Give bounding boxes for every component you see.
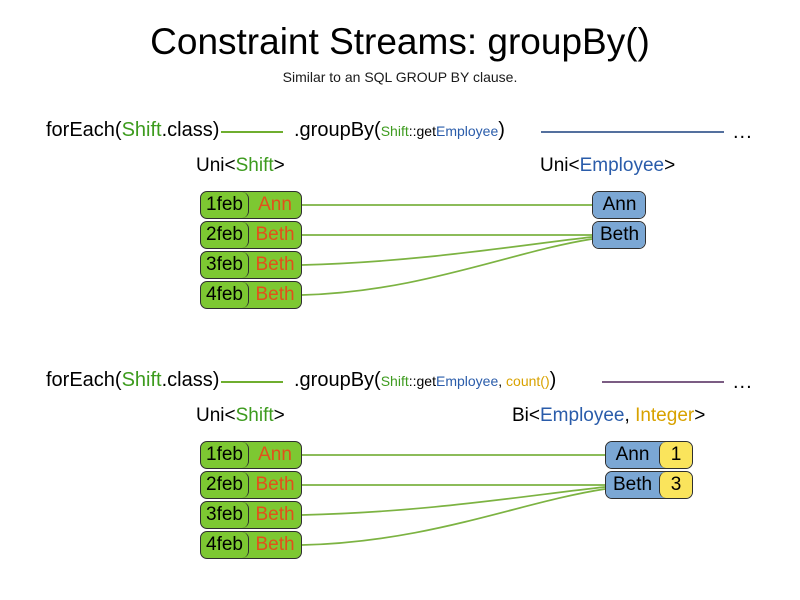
left-label-close: > — [273, 405, 285, 426]
diagram-one-ellipsis: ... — [733, 121, 753, 143]
foreach-type-shift: Shift — [121, 369, 162, 391]
foreach-prefix: forEach( — [46, 119, 122, 141]
link-shift3-to-beth — [301, 236, 593, 266]
shift-row[interactable]: 2feb Beth — [200, 221, 302, 249]
foreach-type-shift: Shift — [121, 119, 162, 141]
shift-employee: Beth — [255, 284, 295, 305]
connector-groupby-to-next-two — [602, 381, 724, 383]
employee-row[interactable]: Beth — [592, 221, 646, 249]
shift-employee: Ann — [258, 444, 292, 465]
shift-row[interactable]: 2feb Beth — [200, 471, 302, 499]
foreach-suffix: .class) — [161, 119, 220, 141]
foreach-suffix: .class) — [161, 369, 220, 391]
right-label-type-a: Employee — [540, 405, 625, 426]
groupby-suffix: ) — [549, 369, 557, 391]
link-shift3-to-beth-count — [301, 486, 606, 516]
diagram-two-ellipsis: ... — [733, 371, 753, 393]
groupby-prefix: .groupBy( — [294, 369, 381, 391]
link-shift4-to-beth-count — [301, 488, 606, 546]
diagram-one-right-type-label: Uni<Employee> — [540, 155, 675, 177]
diagram-one-left-type-label: Uni<Shift> — [196, 155, 285, 177]
shift-date: 2feb — [201, 472, 249, 498]
groupby-arg-separator: ::get — [408, 373, 436, 389]
right-label-close: > — [694, 405, 706, 426]
shift-row[interactable]: 1feb Ann — [200, 441, 302, 469]
diagram-two-right-type-label: Bi<Employee, Integer> — [512, 405, 705, 427]
shift-employee: Beth — [255, 504, 295, 525]
groupby-arg-comma: , — [498, 373, 507, 389]
connector-foreach-to-groupby-two — [221, 381, 283, 383]
right-label-type: Employee — [579, 155, 665, 176]
foreach-prefix: forEach( — [46, 369, 122, 391]
right-label-type-b: Integer — [635, 405, 695, 426]
diagram-one-foreach-code: forEach(Shift.class) — [46, 118, 219, 142]
employee-row[interactable]: Ann — [592, 191, 646, 219]
diagram-two-foreach-code: forEach(Shift.class) — [46, 368, 219, 392]
left-label-open: Uni< — [196, 405, 236, 426]
right-label-close: > — [664, 155, 676, 176]
employee-shift-count: 1 — [659, 442, 692, 468]
right-label-separator: , — [624, 405, 636, 426]
left-label-open: Uni< — [196, 155, 236, 176]
shift-date: 3feb — [201, 252, 249, 278]
link-shift4-to-beth — [301, 238, 593, 296]
employee-name: Ann — [593, 192, 645, 218]
shift-date: 4feb — [201, 532, 249, 558]
shift-date: 3feb — [201, 502, 249, 528]
shift-row[interactable]: 3feb Beth — [200, 251, 302, 279]
employee-name: Ann — [606, 442, 659, 468]
employee-shift-count: 3 — [659, 472, 692, 498]
shift-employee: Beth — [255, 224, 295, 245]
groupby-arg-collector: count() — [506, 373, 550, 389]
shift-date: 2feb — [201, 222, 249, 248]
diagram-two-left-type-label: Uni<Shift> — [196, 405, 285, 427]
employee-name: Beth — [606, 472, 659, 498]
shift-row[interactable]: 1feb Ann — [200, 191, 302, 219]
groupby-arg-separator: ::get — [408, 123, 436, 139]
shift-row[interactable]: 3feb Beth — [200, 501, 302, 529]
diagram-one-groupby-code: .groupBy(Shift::getEmployee) — [294, 118, 505, 143]
employee-count-row[interactable]: Ann 1 — [605, 441, 693, 469]
right-label-open: Bi< — [512, 405, 540, 426]
page-subtitle: Similar to an SQL GROUP BY clause. — [282, 69, 518, 85]
page-title: Constraint Streams: groupBy() — [150, 21, 650, 62]
shift-employee: Beth — [255, 534, 295, 555]
shift-employee: Ann — [258, 194, 292, 215]
groupby-arg-class: Shift — [380, 123, 409, 139]
connector-foreach-to-groupby-one — [221, 131, 283, 133]
employee-count-row[interactable]: Beth 3 — [605, 471, 693, 499]
groupby-arg-class: Shift — [380, 373, 409, 389]
shift-employee: Beth — [255, 254, 295, 275]
left-label-type: Shift — [235, 155, 274, 176]
groupby-arg-property: Employee — [435, 123, 499, 139]
left-label-close: > — [273, 155, 285, 176]
connector-groupby-to-next-one — [541, 131, 724, 133]
employee-name: Beth — [593, 222, 645, 248]
shift-date: 1feb — [201, 192, 249, 218]
shift-employee: Beth — [255, 474, 295, 495]
groupby-suffix: ) — [498, 119, 505, 141]
diagram-two-groupby-code: .groupBy(Shift::getEmployee, count()) — [294, 368, 556, 393]
groupby-prefix: .groupBy( — [294, 119, 381, 141]
shift-date: 1feb — [201, 442, 249, 468]
right-label-open: Uni< — [540, 155, 580, 176]
shift-row[interactable]: 4feb Beth — [200, 531, 302, 559]
shift-date: 4feb — [201, 282, 249, 308]
shift-row[interactable]: 4feb Beth — [200, 281, 302, 309]
groupby-arg-property: Employee — [435, 373, 499, 389]
left-label-type: Shift — [235, 405, 274, 426]
